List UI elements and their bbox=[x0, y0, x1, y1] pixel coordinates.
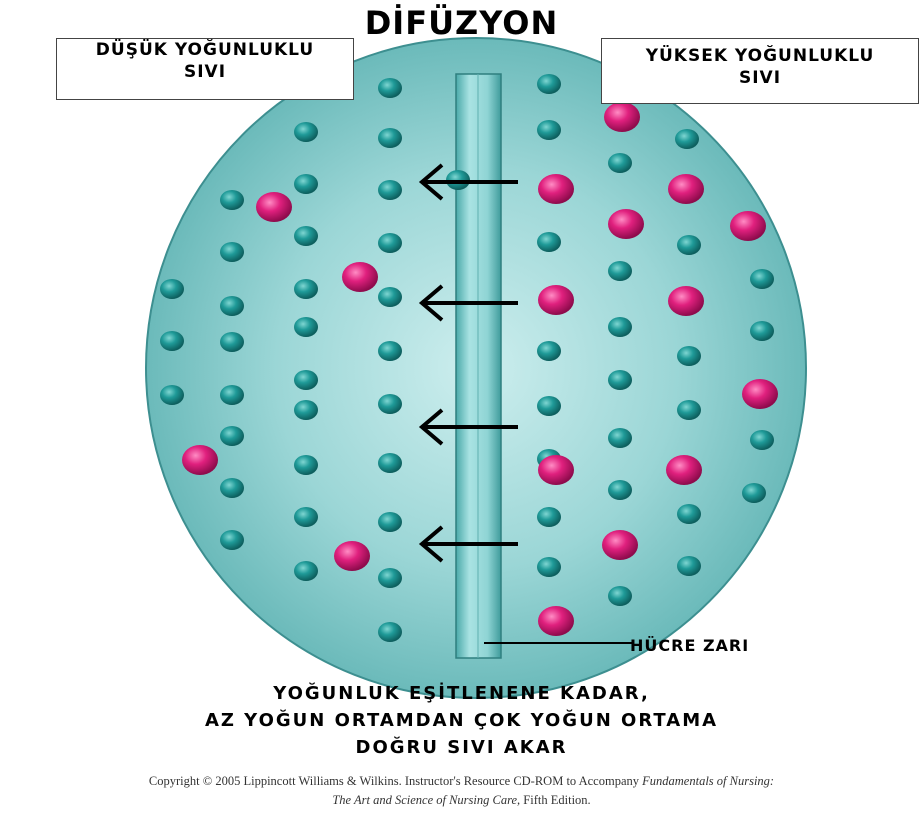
solute-particle-small bbox=[677, 556, 701, 576]
solute-particle-small bbox=[160, 331, 184, 351]
low-label-line2: SIVI bbox=[183, 62, 227, 82]
membrane-label: HÜCRE ZARI bbox=[630, 636, 750, 655]
diagram-title: DİFÜZYON bbox=[364, 4, 559, 42]
flow-arrow bbox=[418, 284, 518, 322]
solute-particle-large bbox=[742, 379, 778, 409]
solute-particle-small bbox=[742, 483, 766, 503]
copyright-text: Copyright © 2005 Lippincott Williams & W… bbox=[148, 774, 643, 788]
solute-particle-small bbox=[750, 269, 774, 289]
particles-group bbox=[160, 74, 778, 642]
caption-line3: DOĞRU SIVI AKAR bbox=[355, 737, 568, 758]
copyright-notice: Copyright © 2005 Lippincott Williams & W… bbox=[0, 772, 923, 810]
solute-particle-large bbox=[668, 286, 704, 316]
book-title-part1: Fundamentals of Nursing: bbox=[642, 774, 775, 788]
solute-particle-small bbox=[378, 341, 402, 361]
solute-particle-small bbox=[294, 561, 318, 581]
arrows-group bbox=[418, 163, 518, 563]
solute-particle-small bbox=[608, 586, 632, 606]
solute-particle-small bbox=[750, 321, 774, 341]
solute-particle-large bbox=[538, 606, 574, 636]
high-label-line1: YÜKSEK YOĞUNLUKLU bbox=[645, 46, 875, 66]
solute-particle-small bbox=[220, 530, 244, 550]
solute-particle-large bbox=[730, 211, 766, 241]
solute-particle-large bbox=[538, 174, 574, 204]
solute-particle-small bbox=[378, 78, 402, 98]
solute-particle-small bbox=[378, 622, 402, 642]
solute-particle-small bbox=[608, 370, 632, 390]
flow-arrow bbox=[418, 525, 518, 563]
solute-particle-small bbox=[220, 242, 244, 262]
solute-particle-small bbox=[378, 287, 402, 307]
solute-particle-large bbox=[604, 102, 640, 132]
caption-line2: AZ YOĞUN ORTAMDAN ÇOK YOĞUN ORTAMA bbox=[204, 710, 719, 731]
solute-particle-large bbox=[608, 209, 644, 239]
caption-line1: YOĞUNLUK EŞİTLENENE KADAR, bbox=[273, 683, 650, 704]
copyright-line1: Copyright © 2005 Lippincott Williams & W… bbox=[0, 772, 923, 791]
solute-particle-large bbox=[334, 541, 370, 571]
solute-particle-small bbox=[220, 385, 244, 405]
solute-particle-small bbox=[537, 74, 561, 94]
solute-particle-small bbox=[378, 453, 402, 473]
solute-particle-small bbox=[160, 279, 184, 299]
solute-particle-small bbox=[608, 428, 632, 448]
solute-particle-small bbox=[608, 317, 632, 337]
solute-particle-large bbox=[256, 192, 292, 222]
solute-particle-small bbox=[294, 400, 318, 420]
solute-particle-small bbox=[537, 507, 561, 527]
solute-particle-large bbox=[538, 455, 574, 485]
solute-particle-small bbox=[537, 120, 561, 140]
solute-particle-large bbox=[342, 262, 378, 292]
high-concentration-label: YÜKSEK YOĞUNLUKLU SIVI bbox=[601, 38, 919, 104]
solute-particle-large bbox=[666, 455, 702, 485]
flow-arrow bbox=[418, 408, 518, 446]
solute-particle-small bbox=[675, 129, 699, 149]
solute-particle-small bbox=[677, 235, 701, 255]
solute-particle-small bbox=[378, 180, 402, 200]
low-label-line1: DÜŞÜK YOĞUNLUKLU bbox=[95, 40, 315, 60]
solute-particle-small bbox=[294, 226, 318, 246]
solute-particle-large bbox=[182, 445, 218, 475]
solute-particle-small bbox=[677, 400, 701, 420]
solute-particle-small bbox=[294, 507, 318, 527]
solute-particle-large bbox=[602, 530, 638, 560]
low-concentration-label: DÜŞÜK YOĞUNLUKLU SIVI bbox=[56, 38, 354, 100]
solute-particle-small bbox=[378, 128, 402, 148]
solute-particle-small bbox=[220, 426, 244, 446]
solute-particle-small bbox=[220, 478, 244, 498]
solute-particle-small bbox=[220, 296, 244, 316]
high-label-line2: SIVI bbox=[738, 68, 782, 88]
solute-particle-small bbox=[160, 385, 184, 405]
solute-particle-small bbox=[537, 232, 561, 252]
solute-particle-large bbox=[538, 285, 574, 315]
solute-particle-small bbox=[294, 279, 318, 299]
solute-particle-small bbox=[294, 122, 318, 142]
solute-particle-small bbox=[378, 394, 402, 414]
solute-particle-small bbox=[537, 557, 561, 577]
solute-particle-small bbox=[537, 396, 561, 416]
solute-particle-small bbox=[608, 480, 632, 500]
solute-particle-small bbox=[294, 370, 318, 390]
book-title-part2: The Art and Science of Nursing Care, bbox=[332, 793, 521, 807]
solute-particle-small bbox=[294, 317, 318, 337]
solute-particle-small bbox=[220, 332, 244, 352]
solute-particle-small bbox=[378, 512, 402, 532]
solute-particle-small bbox=[220, 190, 244, 210]
flow-arrow bbox=[418, 163, 518, 201]
solute-particle-small bbox=[608, 261, 632, 281]
solute-particle-small bbox=[537, 341, 561, 361]
solute-particle-small bbox=[378, 568, 402, 588]
solute-particle-small bbox=[294, 174, 318, 194]
solute-particle-small bbox=[750, 430, 774, 450]
solute-particle-small bbox=[378, 233, 402, 253]
solute-particle-small bbox=[677, 346, 701, 366]
solute-particle-small bbox=[294, 455, 318, 475]
solute-particle-small bbox=[677, 504, 701, 524]
caption: YOĞUNLUK EŞİTLENENE KADAR, AZ YOĞUN ORTA… bbox=[0, 680, 923, 761]
solute-particle-large bbox=[668, 174, 704, 204]
solute-particle-small bbox=[608, 153, 632, 173]
copyright-line2: The Art and Science of Nursing Care, Fif… bbox=[0, 791, 923, 810]
edition-text: Fifth Edition. bbox=[520, 793, 591, 807]
